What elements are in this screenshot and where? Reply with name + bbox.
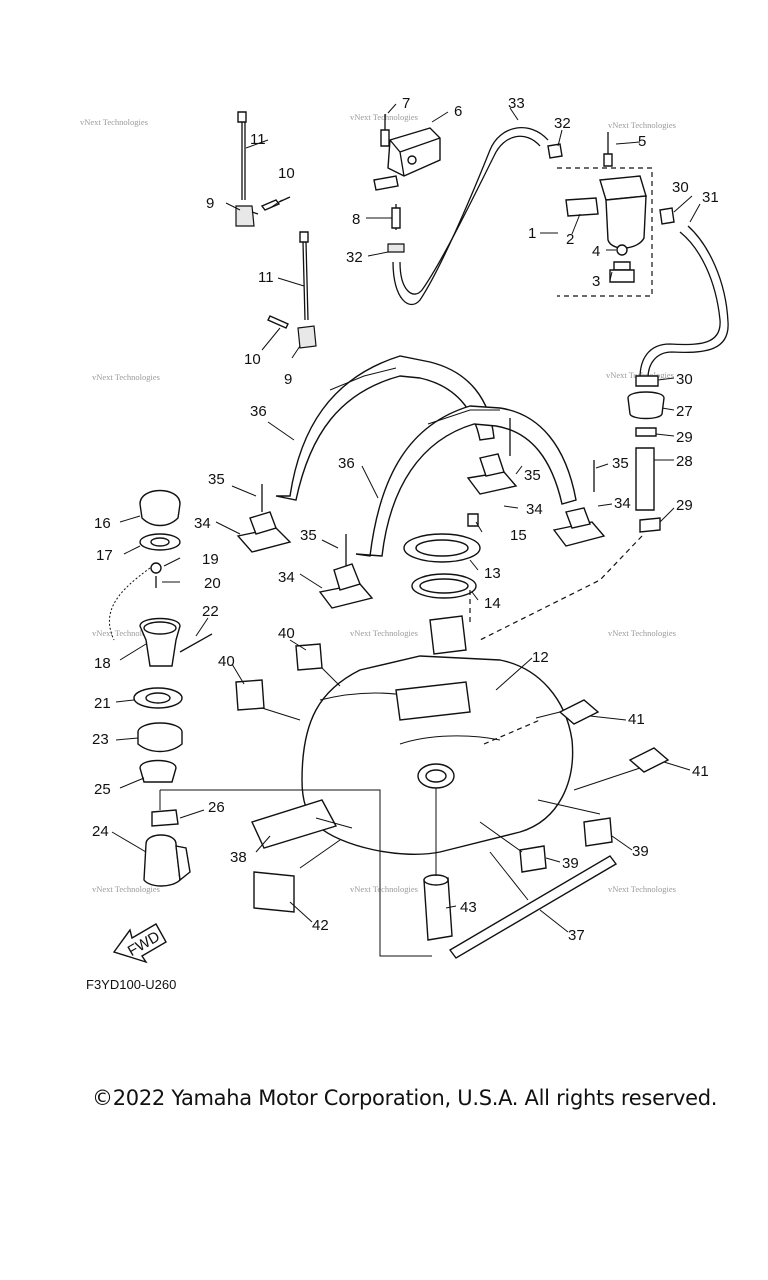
- strap-retainers: [236, 418, 606, 609]
- callout-10: 10: [244, 351, 261, 368]
- callout-34: 34: [194, 515, 211, 532]
- watermark: vNext Technologies: [608, 884, 676, 894]
- callout-30: 30: [672, 179, 689, 196]
- fuel-filter-assembly: [547, 132, 675, 297]
- fuel-pump-plate: [403, 513, 481, 655]
- callout-23: 23: [92, 731, 109, 748]
- forward-arrow-icon: FWD: [112, 923, 167, 964]
- callout-9: 9: [284, 371, 292, 388]
- callout-1: 1: [528, 225, 536, 242]
- callout-18: 18: [94, 655, 111, 672]
- callout-8: 8: [352, 211, 360, 228]
- callout-17: 17: [96, 547, 113, 564]
- watermark: vNext Technologies: [92, 372, 160, 382]
- callout-12: 12: [532, 649, 549, 666]
- callout-20: 20: [204, 575, 221, 592]
- callout-29: 29: [676, 497, 693, 514]
- callout-35: 35: [612, 455, 629, 472]
- callout-39: 39: [562, 855, 579, 872]
- cable-tie-group-upper: [235, 111, 291, 227]
- callout-41: 41: [628, 711, 645, 728]
- callout-5: 5: [638, 133, 646, 150]
- callout-6: 6: [454, 103, 462, 120]
- figure-code: F3YD100-U260: [86, 977, 177, 992]
- pads-and-strips: [235, 643, 670, 959]
- watermark: vNext Technologies: [608, 628, 676, 638]
- callout-2: 2: [566, 231, 574, 248]
- cable-tie-group-lower: [267, 231, 317, 349]
- callout-21: 21: [94, 695, 111, 712]
- callout-35: 35: [208, 471, 225, 488]
- leader-lines: [111, 103, 701, 957]
- fuel-tank: [301, 655, 574, 855]
- watermarks: vNext Technologies vNext Technologies vN…: [80, 112, 676, 894]
- callout-33: 33: [508, 95, 525, 112]
- fuel-hose-31: [639, 225, 729, 379]
- tank-straps: [275, 355, 577, 557]
- callout-30: 30: [676, 371, 693, 388]
- callout-40: 40: [218, 653, 235, 670]
- callout-35: 35: [524, 467, 541, 484]
- watermark: vNext Technologies: [608, 120, 676, 130]
- callout-7: 7: [402, 95, 410, 112]
- callout-29: 29: [676, 429, 693, 446]
- copyright-notice: ©2022 Yamaha Motor Corporation, U.S.A. A…: [92, 1086, 718, 1110]
- callout-32: 32: [554, 115, 571, 132]
- watermark: vNext Technologies: [92, 884, 160, 894]
- fuel-line-fittings: [627, 375, 665, 533]
- callout-14: 14: [484, 595, 501, 612]
- callout-13: 13: [484, 565, 501, 582]
- callout-34: 34: [614, 495, 631, 512]
- callout-27: 27: [676, 403, 693, 420]
- callout-11: 11: [250, 131, 266, 148]
- callout-11: 11: [258, 269, 274, 286]
- watermark: vNext Technologies: [350, 112, 418, 122]
- fuel-hose-33: [392, 127, 549, 306]
- callout-35: 35: [300, 527, 317, 544]
- callout-26: 26: [208, 799, 225, 816]
- callout-28: 28: [676, 453, 693, 470]
- callout-3: 3: [592, 273, 600, 290]
- callout-41: 41: [692, 763, 709, 780]
- callout-labels: 11 10 9 11 10 9 7 6 8 32 33 32 5 30 31 1…: [92, 95, 719, 944]
- callout-16: 16: [94, 515, 111, 532]
- callout-36: 36: [250, 403, 267, 420]
- callout-24: 24: [92, 823, 109, 840]
- filler-assembly: [108, 489, 213, 887]
- callout-36: 36: [338, 455, 355, 472]
- callout-37: 37: [568, 927, 585, 944]
- callout-42: 42: [312, 917, 329, 934]
- callout-40: 40: [278, 625, 295, 642]
- callout-34: 34: [278, 569, 295, 586]
- callout-32: 32: [346, 249, 363, 266]
- watermark: vNext Technologies: [350, 884, 418, 894]
- callout-4: 4: [592, 243, 600, 260]
- callout-39: 39: [632, 843, 649, 860]
- callout-34: 34: [526, 501, 543, 518]
- watermark: vNext Technologies: [80, 117, 148, 127]
- callout-10: 10: [278, 165, 295, 182]
- callout-25: 25: [94, 781, 111, 798]
- bracket-assembly: [373, 114, 441, 253]
- callout-9: 9: [206, 195, 214, 212]
- watermark: vNext Technologies: [350, 628, 418, 638]
- callout-43: 43: [460, 899, 477, 916]
- callout-19: 19: [202, 551, 219, 568]
- callout-38: 38: [230, 849, 247, 866]
- watermark: vNext Technologies: [92, 628, 160, 638]
- callout-22: 22: [202, 603, 219, 620]
- callout-31: 31: [702, 189, 719, 206]
- callout-15: 15: [510, 527, 527, 544]
